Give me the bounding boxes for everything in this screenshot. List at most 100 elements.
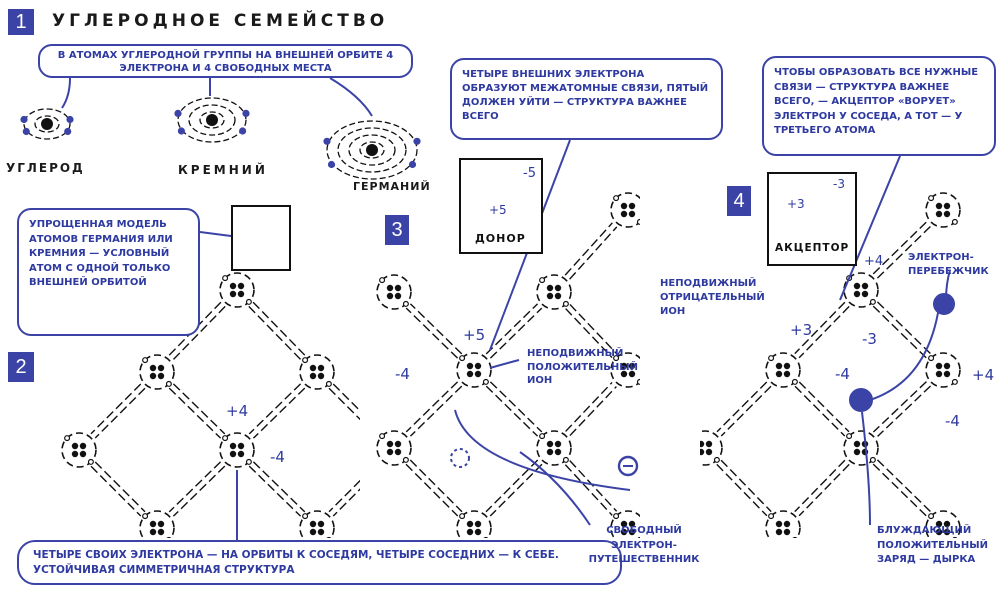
nucleus-dot	[317, 364, 325, 372]
atom-orbit	[700, 430, 723, 466]
atom-label-silicon: КРЕМНИЙ	[178, 163, 268, 177]
lattice-bond	[872, 305, 928, 359]
free-electron-note: Свободный электрон-путешественник	[588, 525, 700, 565]
lattice-bond	[872, 381, 927, 433]
core	[366, 144, 378, 156]
runner-electron-marker	[933, 293, 955, 315]
nucleus-dot	[317, 372, 325, 380]
shell-orbit	[34, 115, 60, 133]
atom-orbit	[456, 352, 492, 388]
lattice-bond	[569, 303, 617, 354]
valence-electron	[239, 127, 247, 135]
valence-electron	[242, 109, 250, 117]
lattice-bond	[489, 307, 543, 359]
electron	[165, 380, 172, 387]
lattice-group	[61, 272, 386, 591]
nucleus-dot	[317, 528, 325, 536]
nucleus-dot	[466, 362, 474, 370]
nucleus-dot	[474, 520, 482, 528]
electron	[459, 513, 466, 520]
electron	[869, 456, 876, 463]
pointer-line	[869, 299, 941, 401]
nucleus-dot	[466, 528, 474, 536]
nucleus-dot	[546, 284, 554, 292]
nucleus-dot	[620, 528, 628, 536]
nucleus-dot	[700, 440, 705, 448]
atom-orbit	[376, 430, 412, 466]
nucleus-dot	[394, 292, 402, 300]
section-number-1: 1	[8, 9, 34, 35]
lattice-bond	[252, 387, 306, 439]
section1-bubble: В атомах углеродной группы на внешней ор…	[38, 44, 413, 78]
acceptor-charge-minus3: -3	[862, 330, 877, 348]
lattice-bond	[876, 301, 932, 355]
donor-label: ДОНОР	[475, 232, 526, 245]
atom-orbit	[456, 510, 492, 538]
nucleus-dot	[861, 282, 869, 290]
lattice-bond	[489, 381, 543, 433]
vacant-site	[450, 448, 470, 468]
nucleus-dot	[853, 448, 861, 456]
nucleus-dot	[229, 290, 237, 298]
nucleus-dot	[79, 450, 87, 458]
nucleus-dot	[466, 370, 474, 378]
electron	[613, 355, 620, 362]
lattice-bond	[94, 461, 146, 513]
section-number-2: 2	[8, 352, 34, 382]
atom-label-carbon: УГЛЕРОД	[6, 161, 85, 175]
lattice-bond	[248, 383, 302, 435]
simple-atom-frame	[231, 205, 291, 271]
section2-model-bubble: Упрощенная модель атомов германия или кр…	[17, 208, 200, 336]
acceptor-frame-plus3: +3	[787, 197, 805, 211]
nucleus-dot	[79, 442, 87, 450]
electron	[539, 433, 546, 440]
electron	[482, 378, 489, 385]
electron	[952, 536, 958, 538]
electron	[379, 277, 386, 284]
lattice-bond	[168, 461, 222, 513]
nucleus-dot	[775, 370, 783, 378]
nucleus-dot	[554, 440, 562, 448]
hole-marker	[849, 388, 873, 412]
pointer-line	[519, 451, 591, 526]
atom-orbit	[61, 432, 97, 468]
acceptor-charge-minus4-b: -4	[945, 412, 960, 430]
electron	[768, 513, 775, 520]
nucleus-dot	[237, 290, 245, 298]
acceptor-ion-note: Неподвижный отрицательный ион	[660, 278, 765, 317]
nucleus-dot	[309, 520, 317, 528]
section-number-3: 3	[385, 215, 409, 245]
electron	[402, 456, 409, 463]
nucleus-dot	[394, 284, 402, 292]
core	[206, 114, 218, 126]
nucleus-dot	[546, 292, 554, 300]
pointer-line	[489, 359, 520, 369]
section-number-4: 4	[727, 186, 751, 216]
electron	[539, 277, 546, 284]
atom-orbit	[765, 352, 801, 388]
lattice-bond	[409, 303, 463, 355]
shell-orbit	[23, 108, 71, 140]
lattice-bond	[332, 383, 360, 412]
page-title: УГЛЕРОДНОЕ СЕМЕЙСТВО	[52, 11, 389, 31]
valence-electron	[177, 127, 185, 135]
pointer-line	[839, 155, 901, 301]
pointer-line	[199, 231, 232, 237]
nucleus-dot	[775, 362, 783, 370]
atom-orbit	[219, 272, 255, 308]
nucleus-dot	[237, 450, 245, 458]
shell-orbit	[348, 134, 396, 166]
lattice-bond	[485, 459, 539, 513]
nucleus-dot	[861, 290, 869, 298]
nucleus-dot	[386, 284, 394, 292]
electron	[381, 586, 386, 591]
pointer-line	[861, 411, 871, 526]
nucleus-dot	[157, 528, 165, 536]
nucleus-dot	[466, 520, 474, 528]
electron	[245, 298, 252, 305]
nucleus-dot	[943, 528, 951, 536]
lattice-group	[376, 192, 640, 538]
acceptor-charge-plus3: +3	[790, 321, 813, 339]
atom-orbit	[843, 430, 879, 466]
lattice-bond	[720, 385, 772, 437]
